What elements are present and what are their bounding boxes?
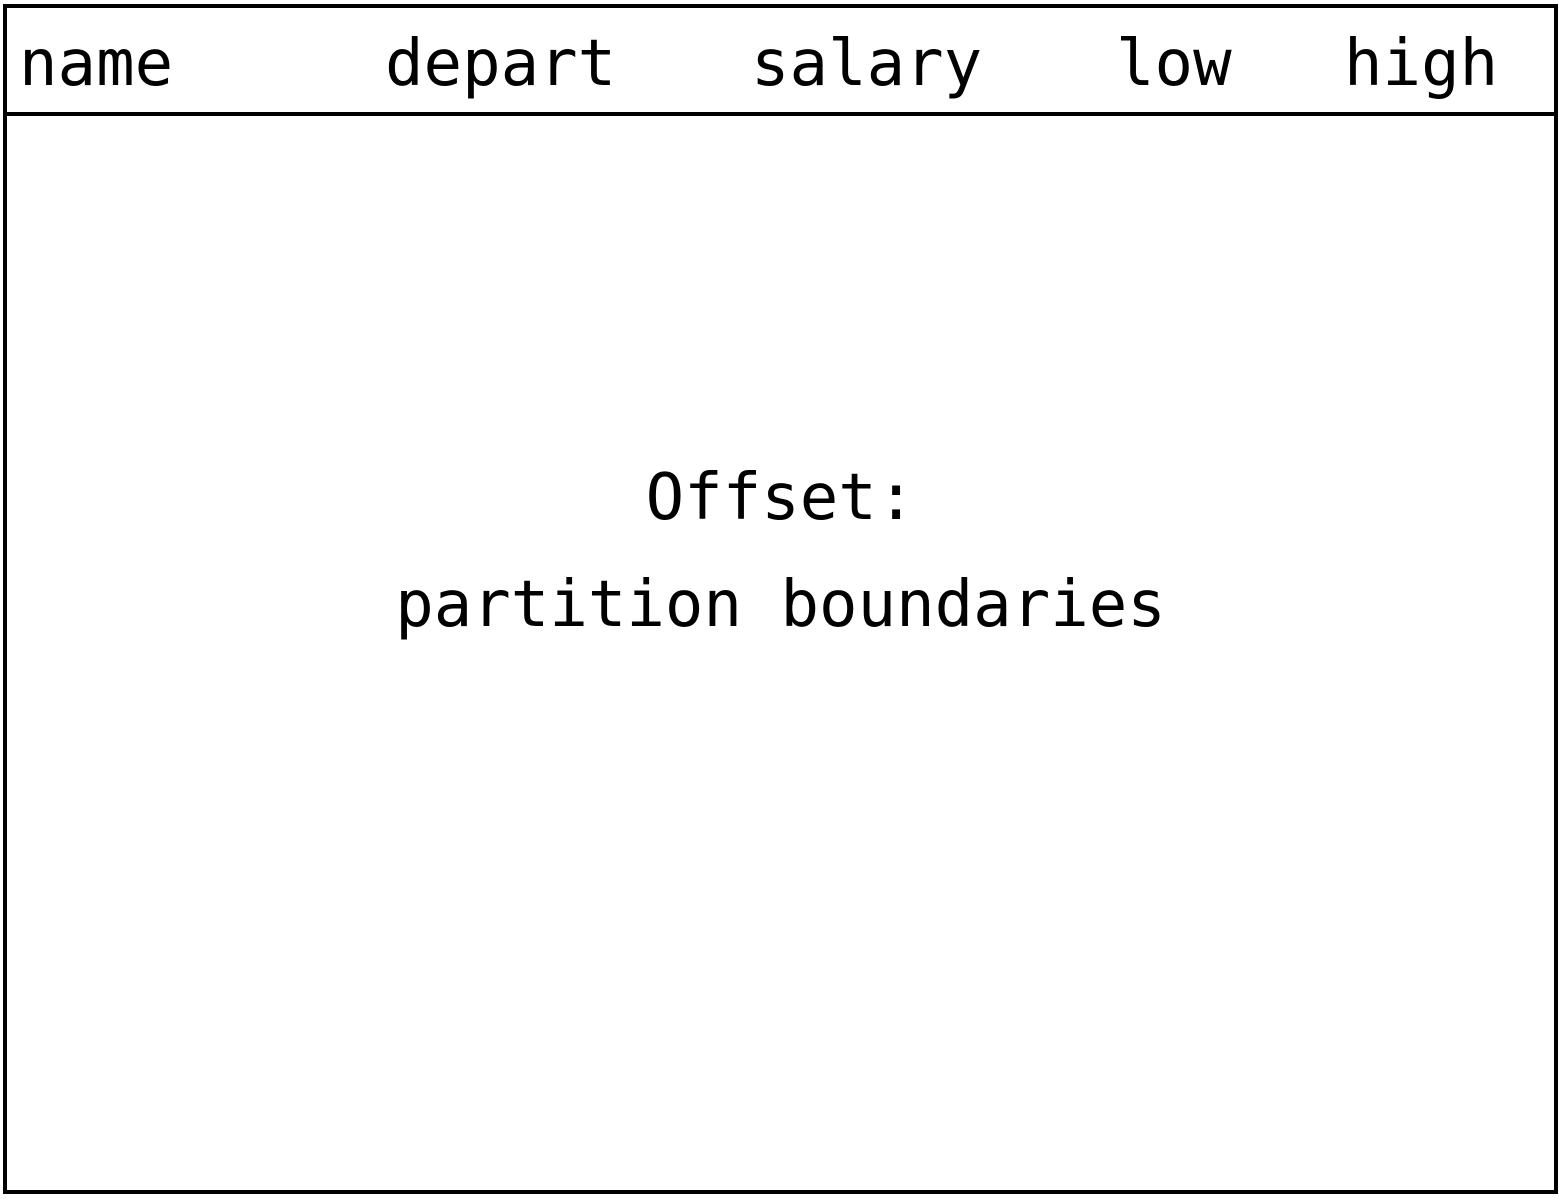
column-header-salary: salary [751, 27, 983, 101]
column-header-name: name [19, 27, 174, 101]
caption-offset-label: Offset: [645, 461, 916, 535]
table-header-row: name depart salary low high [7, 8, 1554, 116]
column-header-depart: depart [385, 27, 617, 101]
diagram-frame: name depart salary low high Offset: part… [3, 4, 1558, 1194]
column-header-high: high [1344, 27, 1499, 101]
table-body-area: Offset: partition boundaries [7, 116, 1554, 1190]
column-header-low: low [1116, 27, 1232, 101]
caption-partition-boundaries: partition boundaries [395, 568, 1166, 642]
